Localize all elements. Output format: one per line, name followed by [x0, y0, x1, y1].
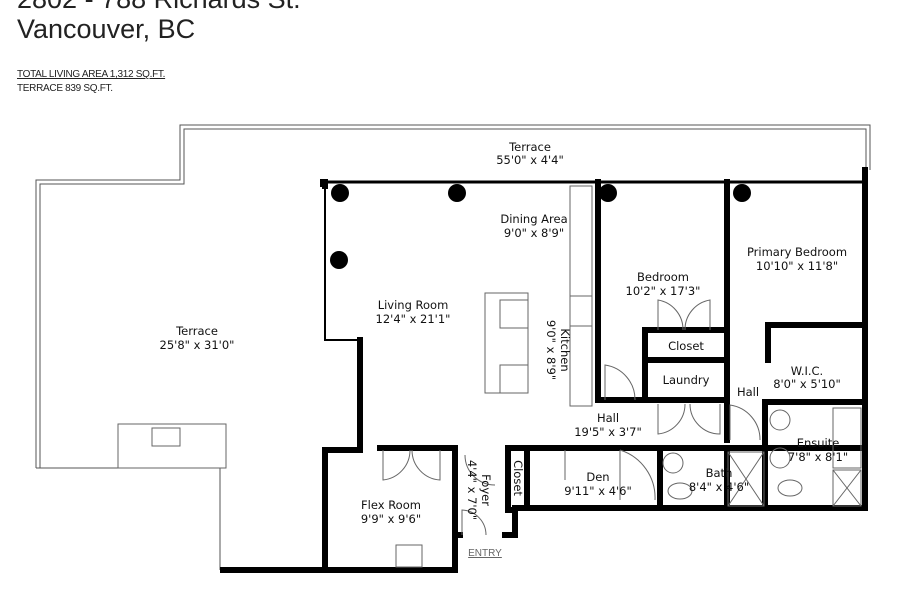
kitchen-name: Kitchen — [558, 328, 572, 371]
kitchen-dims: 9'0" x 8'9" — [544, 320, 558, 380]
living-name: Living Room — [378, 298, 449, 312]
foyer-dims: 4'4" x 7'0" — [465, 460, 479, 520]
foyer-name: Foyer — [479, 474, 493, 506]
room-labels: Terrace 55'0" x 4'4" Terrace 25'8" x 31'… — [160, 140, 849, 559]
living-dims: 12'4" x 21'1" — [376, 312, 451, 326]
dining-name: Dining Area — [500, 212, 567, 226]
bedroom-name: Bedroom — [637, 270, 689, 284]
columns — [330, 184, 751, 269]
wic-dims: 8'0" x 5'10" — [773, 377, 841, 391]
city-title: Vancouver, BC — [17, 14, 196, 44]
flex-room-dims: 9'9" x 9'6" — [361, 512, 421, 526]
bath-dims: 8'4" x 4'6" — [689, 480, 749, 494]
dining-dims: 9'0" x 8'9" — [504, 226, 564, 240]
hall-name: Hall — [597, 411, 619, 425]
den-dims: 9'11" x 4'6" — [564, 484, 632, 498]
ensuite-dims: 7'8" x 8'1" — [788, 450, 848, 464]
laundry-label: Laundry — [663, 373, 710, 387]
den-name: Den — [586, 470, 609, 484]
terrace-top-dims: 55'0" x 4'4" — [496, 153, 564, 167]
ensuite-name: Ensuite — [797, 436, 840, 450]
walls — [220, 167, 868, 573]
closet2-label: Closet — [511, 460, 525, 496]
hall-dims: 19'5" x 3'7" — [574, 425, 642, 439]
closet-label: Closet — [668, 339, 704, 353]
address-title: 2802 - 788 Richards St. — [17, 0, 301, 15]
hall-small-label: Hall — [737, 385, 759, 399]
primary-bedroom-name: Primary Bedroom — [747, 245, 847, 259]
wic-name: W.I.C. — [791, 364, 823, 378]
fixtures — [382, 185, 862, 568]
terrace-top-name: Terrace — [508, 140, 551, 154]
terrace-outline — [35, 124, 871, 570]
terrace-area: TERRACE 839 SQ.FT. — [17, 83, 113, 94]
primary-bedroom-dims: 10'10" x 11'8" — [756, 259, 838, 273]
bath-name: Bath — [706, 466, 733, 480]
total-living-area: TOTAL LIVING AREA 1,312 SQ.FT. — [17, 69, 166, 80]
terrace-left-dims: 25'8" x 31'0" — [160, 338, 235, 352]
terrace-left-name: Terrace — [175, 324, 218, 338]
bedroom-dims: 10'2" x 17'3" — [626, 284, 701, 298]
entry-label: ENTRY — [468, 548, 502, 559]
flex-room-name: Flex Room — [361, 498, 421, 512]
